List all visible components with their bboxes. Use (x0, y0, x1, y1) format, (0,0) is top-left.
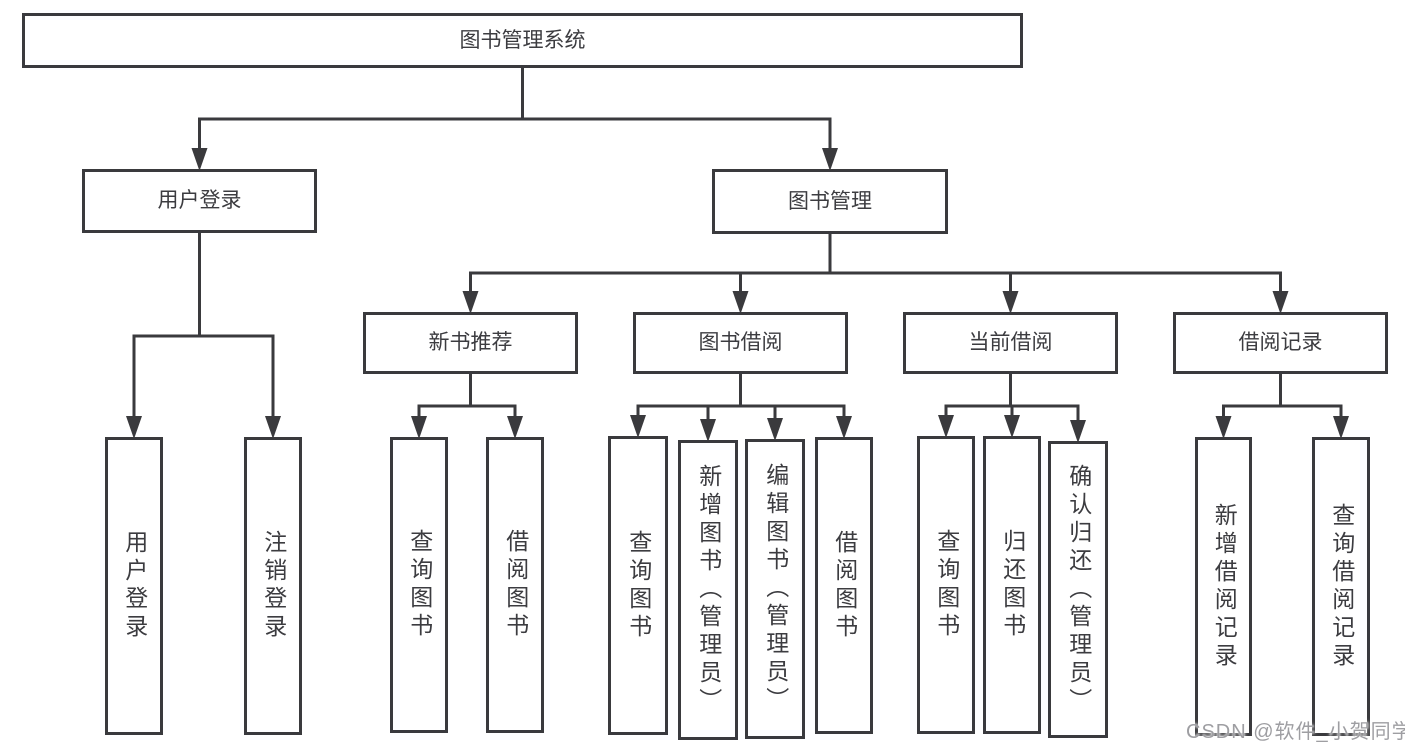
arrowhead-bb-query (630, 415, 646, 438)
arrowhead-cb-confirm (1070, 420, 1086, 443)
node-nbr-query: 查询图书 (390, 437, 448, 733)
node-bb-borrow: 借阅图书 (815, 437, 873, 734)
connector-lines (132, 66, 1343, 425)
arrowhead-logout (265, 416, 281, 439)
node-cb-confirm: 确认归还（管理员） (1048, 441, 1108, 738)
node-cb-query: 查询图书 (917, 436, 975, 734)
node-borrow-records: 借阅记录 (1173, 312, 1388, 374)
node-book-mgmt: 图书管理 (712, 169, 948, 234)
node-logout: 注销登录 (244, 437, 302, 735)
arrowhead-login (126, 416, 142, 439)
arrowhead-borrow-records (1272, 291, 1289, 314)
node-new-book-rec: 新书推荐 (363, 312, 578, 374)
arrowhead-cb-query (938, 415, 954, 438)
arrowhead-user-login (191, 148, 208, 171)
arrowhead-cb-return (1004, 415, 1020, 438)
arrowhead-br-query (1333, 416, 1349, 439)
node-br-query: 查询借阅记录 (1312, 437, 1370, 736)
node-book-borrow: 图书借阅 (633, 312, 848, 374)
arrowhead-new-book-rec (462, 291, 479, 314)
node-bb-query: 查询图书 (608, 436, 668, 735)
arrowhead-book-borrow (732, 291, 749, 314)
node-bb-edit: 编辑图书（管理员） (745, 439, 805, 739)
arrowhead-bb-borrow (836, 416, 852, 439)
node-bb-add: 新增图书（管理员） (678, 440, 738, 740)
node-user-login: 用户登录 (82, 169, 317, 233)
arrowhead-br-add (1215, 416, 1232, 439)
arrowhead-bb-edit (767, 418, 783, 441)
node-root: 图书管理系统 (22, 13, 1023, 68)
arrowhead-current-borrow (1002, 291, 1019, 314)
watermark: CSDN @软件_小贺同学 (1186, 721, 1405, 743)
arrowhead-book-mgmt (822, 148, 838, 171)
arrowhead-bb-add (700, 419, 716, 442)
arrowhead-nbr-borrow (507, 416, 523, 439)
node-nbr-borrow: 借阅图书 (486, 437, 544, 733)
arrowhead-nbr-query (411, 416, 427, 439)
node-br-add: 新增借阅记录 (1195, 437, 1252, 736)
node-cb-return: 归还图书 (983, 436, 1041, 734)
node-current-borrow: 当前借阅 (903, 312, 1118, 374)
node-login: 用户登录 (105, 437, 163, 735)
